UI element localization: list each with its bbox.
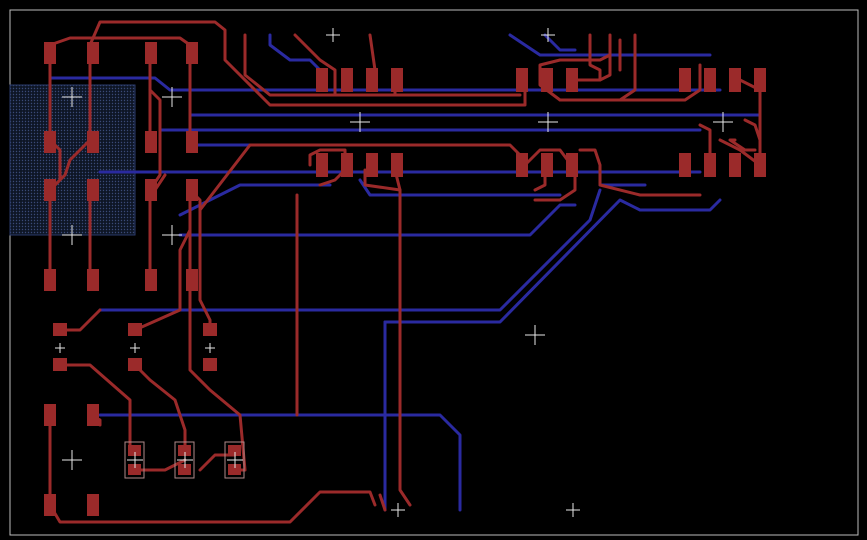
pad-group-crystal <box>124 441 245 479</box>
keepout-area <box>9 84 136 236</box>
pad-group-switch <box>44 404 99 516</box>
pad-group-capacitors <box>53 323 217 371</box>
pad-group-left-grid <box>44 42 198 291</box>
pad-group-ic-upper <box>316 68 766 92</box>
top-copper-layer <box>48 20 762 524</box>
bottom-copper-layer <box>48 33 762 512</box>
pad-group-ic-middle <box>316 153 766 177</box>
origin-markers <box>55 28 733 517</box>
board-outline <box>9 9 859 536</box>
